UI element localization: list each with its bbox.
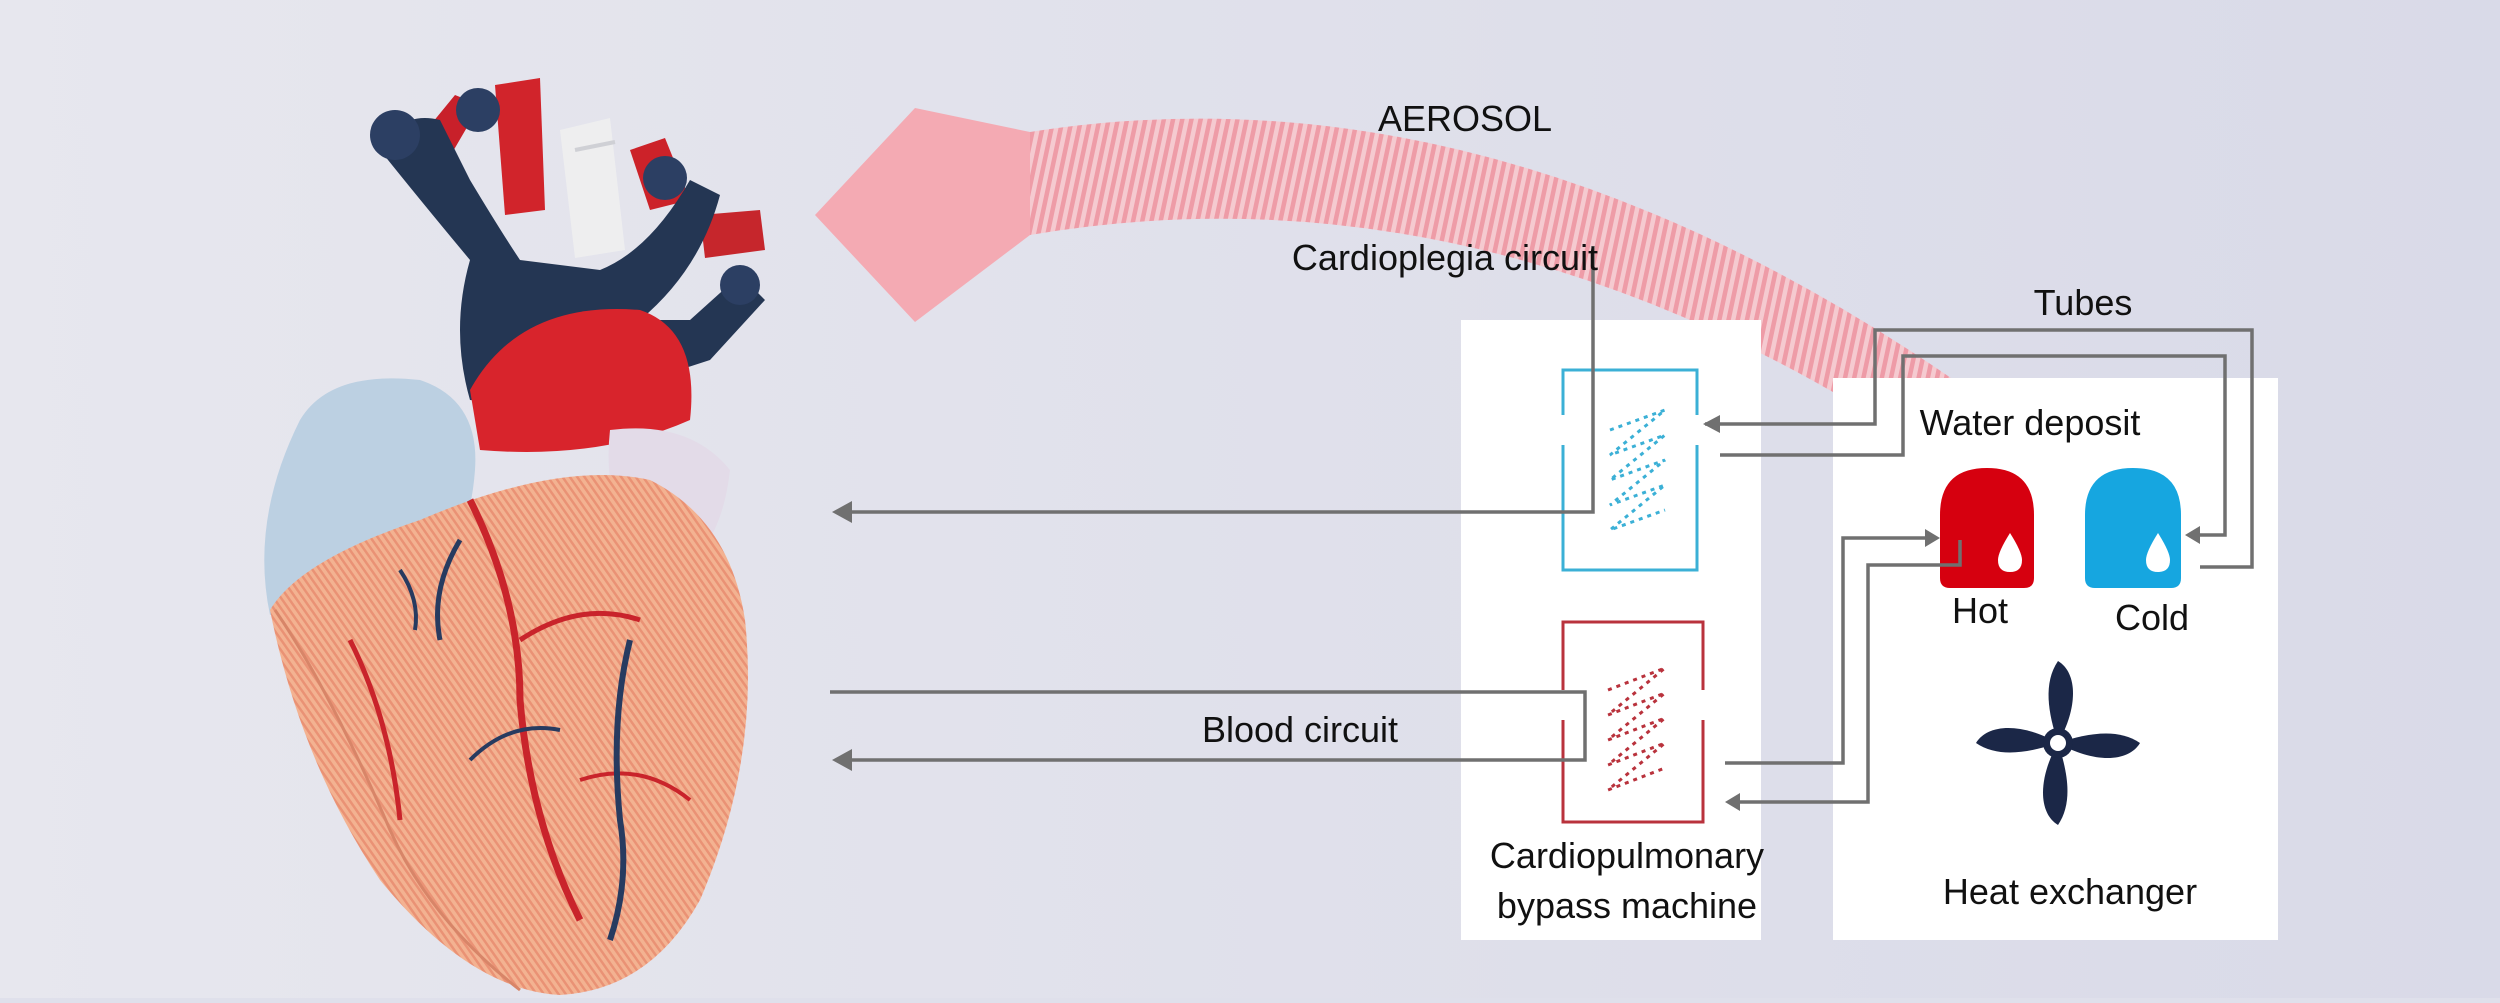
- cold-label: Cold: [2115, 597, 2189, 638]
- connector-lines: [830, 246, 2254, 804]
- hot-label: Hot: [1952, 590, 2008, 631]
- aerosol-arrow: [815, 108, 2100, 511]
- aerosol-label: AEROSOL: [1378, 98, 1552, 139]
- heat-exchanger-panel: [1833, 378, 2278, 940]
- cpb-machine-label-line1: Cardiopulmonary: [1490, 835, 1764, 876]
- heart-model-icon: [264, 78, 765, 995]
- tubes-label: Tubes: [2034, 282, 2133, 323]
- hot-water-tank: [1940, 468, 2034, 588]
- blood-circuit-label: Blood circuit: [1202, 709, 1398, 750]
- cardioplegia-circuit-label: Cardioplegia circuit: [1292, 237, 1598, 278]
- arrowheads: [832, 415, 2200, 811]
- heat-exchanger-label: Heat exchanger: [1943, 871, 2197, 912]
- blood-oxygenator-coil: [1561, 620, 1705, 824]
- water-drop-icon: [2146, 533, 2170, 572]
- cardioplegia-coil: [1561, 368, 1699, 572]
- water-deposit-label: Water deposit: [1920, 402, 2141, 443]
- cold-water-tank: [2085, 468, 2181, 588]
- water-drop-icon: [1998, 533, 2022, 572]
- fan-icon: [1976, 661, 2140, 825]
- cpb-machine-label-line2: bypass machine: [1497, 885, 1757, 926]
